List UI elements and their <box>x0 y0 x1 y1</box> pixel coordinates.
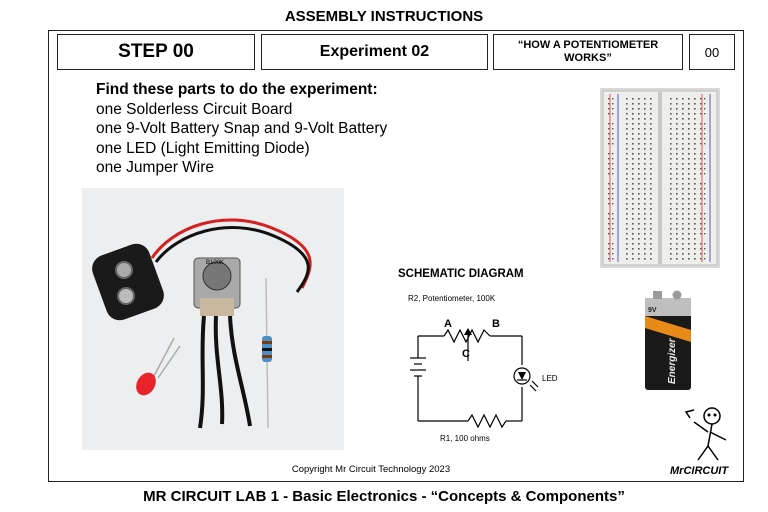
battery-snap-icon <box>92 243 164 321</box>
pot-label: R2, Potentiometer, 100K <box>408 294 496 303</box>
schematic-diagram: R2, Potentiometer, 100K A B C LED R1, 10… <box>408 294 558 443</box>
resistor-label: R1, 100 ohms <box>440 434 490 443</box>
battery-photo: 9V Energizer <box>645 290 691 390</box>
parts-photo: B100K <box>82 188 344 450</box>
parts-item: one Solderless Circuit Board <box>96 100 293 118</box>
battery-voltage: 9V <box>648 307 657 314</box>
pot-marking: B100K <box>206 260 224 266</box>
breadboard-photo <box>600 88 720 268</box>
parts-item: one Jumper Wire <box>96 159 215 176</box>
led-label: LED <box>542 374 558 383</box>
logo-text: MrCIRCUIT <box>670 465 729 477</box>
battery-brand: Energizer <box>667 337 678 384</box>
label-a: A <box>444 318 452 330</box>
parts-heading: Find these parts to do the experiment: <box>96 81 378 98</box>
footer-title: MR CIRCUIT LAB 1 - Basic Electronics - “… <box>143 488 625 505</box>
label-b: B <box>492 318 500 330</box>
page-title: ASSEMBLY INSTRUCTIONS <box>284 8 484 25</box>
led-icon <box>136 337 181 396</box>
label-c: C <box>462 348 470 360</box>
parts-item: one 9-Volt Battery Snap and 9-Volt Batte… <box>96 120 388 137</box>
mr-circuit-logo: MrCIRCUIT <box>670 407 729 477</box>
potentiometer-icon: B100K <box>193 257 252 429</box>
parts-list: Find these parts to do the experiment: o… <box>96 80 387 178</box>
schematic-title: SCHEMATIC DIAGRAM <box>398 268 524 280</box>
step-box: STEP 00 <box>57 34 255 70</box>
experiment-title-box: “HOW A POTENTIOMETER WORKS” <box>493 34 683 70</box>
parts-item: one LED (Light Emitting Diode) <box>96 139 310 157</box>
resistor-icon <box>262 277 272 429</box>
copyright: Copyright Mr Circuit Technology 2023 <box>291 464 451 475</box>
page-number-box: 00 <box>689 34 735 70</box>
content-frame <box>48 30 744 482</box>
experiment-box: Experiment 02 <box>261 34 488 70</box>
